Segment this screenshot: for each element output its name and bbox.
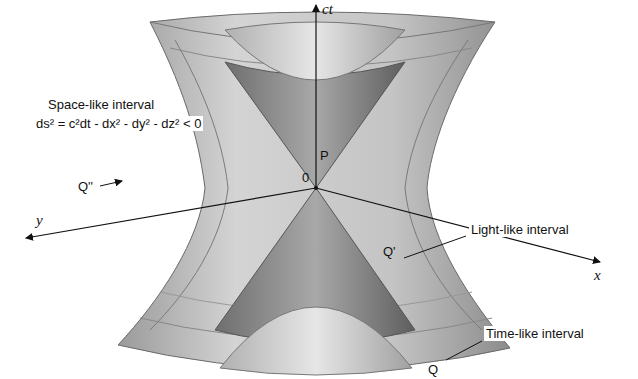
y-axis	[26, 188, 316, 238]
leader-line	[100, 181, 122, 186]
origin-label: 0	[302, 170, 309, 185]
formula: ds² = c²dt - dx² - dy² - dz² < 0	[34, 116, 203, 131]
point-label: Q''	[76, 179, 95, 194]
axis-label: ct	[322, 2, 333, 17]
region-label: Space-like interval	[46, 97, 156, 112]
point-label: Q	[428, 362, 438, 377]
region-label: Light-like interval	[469, 222, 571, 237]
ct-axis	[315, 5, 316, 188]
x-axis	[316, 188, 600, 262]
upper-bowl	[225, 22, 405, 80]
region-label: Time-like interval	[484, 326, 586, 341]
point-label: Q'	[383, 244, 396, 259]
light-cone-upper	[225, 62, 405, 188]
sheet-ridge	[405, 40, 482, 330]
axis-label: x	[594, 268, 601, 283]
origin-dot	[314, 186, 318, 190]
axis-label: y	[36, 213, 43, 228]
point-label: P	[320, 148, 329, 163]
leader-line	[446, 341, 482, 360]
lower-bowl	[220, 307, 412, 375]
sheet-ridge	[150, 40, 228, 330]
leader-line	[404, 236, 466, 258]
